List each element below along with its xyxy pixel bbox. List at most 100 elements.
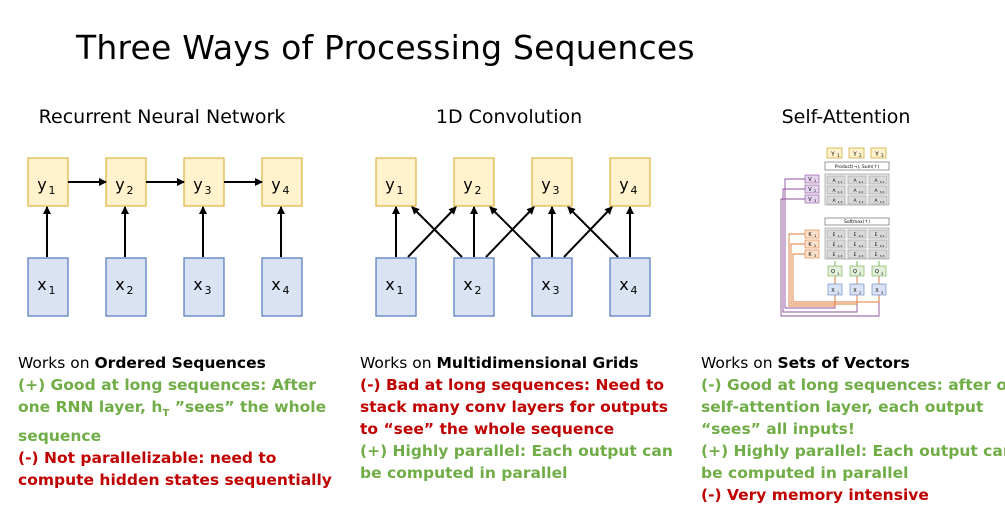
rnn-heading: Recurrent Neural Network xyxy=(38,106,286,128)
svg-text:x: x xyxy=(271,275,280,294)
svg-text:E: E xyxy=(833,252,836,258)
slide-title: Three Ways of Processing Sequences xyxy=(76,28,695,67)
svg-text:K: K xyxy=(808,232,812,238)
conv-arrow xyxy=(411,206,463,258)
svg-text:1,2: 1,2 xyxy=(838,244,843,248)
attn-con-line: (-) Very memory intensive xyxy=(701,486,929,504)
svg-text:3,3: 3,3 xyxy=(880,254,885,258)
attn-queries: Q 1 Q 2 Q 3 xyxy=(827,265,887,277)
svg-text:A: A xyxy=(853,188,857,194)
rnn-diagram: y 1 y 2 y 3 y 4 x 1 x 2 x 3 x 4 xyxy=(27,157,303,317)
svg-text:2: 2 xyxy=(814,189,816,193)
svg-text:3,1: 3,1 xyxy=(880,180,885,184)
rnn-description: Works on Ordered Sequences (+) Good at l… xyxy=(18,352,332,491)
svg-text:Q: Q xyxy=(853,269,857,275)
svg-text:2,2: 2,2 xyxy=(859,244,864,248)
svg-text:y: y xyxy=(271,175,280,194)
svg-text:4: 4 xyxy=(631,284,638,297)
svg-text:Y: Y xyxy=(852,151,857,158)
conv-arrow xyxy=(489,206,541,258)
svg-text:X: X xyxy=(853,288,857,294)
svg-text:3,2: 3,2 xyxy=(880,244,885,248)
svg-text:E: E xyxy=(854,232,857,238)
svg-text:Y: Y xyxy=(830,151,835,158)
svg-text:3: 3 xyxy=(881,272,883,276)
svg-text:X: X xyxy=(875,288,879,294)
conv-arrow xyxy=(567,206,619,258)
rnn-input-x4: x 4 xyxy=(261,257,303,317)
svg-text:1,3: 1,3 xyxy=(838,200,843,204)
conv-arrow xyxy=(563,206,613,258)
svg-text:2: 2 xyxy=(127,184,134,197)
svg-text:y: y xyxy=(37,175,46,194)
attn-product-label: Product(→), Sum(↑) xyxy=(835,164,880,170)
svg-text:V: V xyxy=(808,197,812,203)
attn-diagram: Y 1 Y 2 Y 3 Product(→), Sum(↑) V 1 V 2 V… xyxy=(780,147,890,317)
svg-text:x: x xyxy=(37,275,46,294)
conv-arrow xyxy=(407,206,457,258)
conv-output-y1: y 1 xyxy=(375,157,417,207)
svg-text:2,1: 2,1 xyxy=(859,180,864,184)
conv-input-x3: x 3 xyxy=(531,257,573,317)
svg-text:A: A xyxy=(853,198,857,204)
rnn-input-x2: x 2 xyxy=(105,257,147,317)
svg-text:2,2: 2,2 xyxy=(859,190,864,194)
attn-pro-line: be computed in parallel xyxy=(701,464,909,482)
svg-text:E: E xyxy=(833,232,836,238)
svg-text:A: A xyxy=(874,178,878,184)
rnn-output-y1: y 1 xyxy=(27,157,69,207)
svg-text:2: 2 xyxy=(859,272,861,276)
conv-input-x4: x 4 xyxy=(609,257,651,317)
svg-text:y: y xyxy=(619,175,628,194)
svg-text:x: x xyxy=(385,275,394,294)
svg-text:y: y xyxy=(193,175,202,194)
svg-text:4: 4 xyxy=(631,184,638,197)
rnn-works-on: Works on Ordered Sequences xyxy=(18,354,266,372)
svg-text:E: E xyxy=(875,252,878,258)
svg-text:1,1: 1,1 xyxy=(838,234,843,238)
svg-text:A: A xyxy=(832,198,836,204)
svg-text:x: x xyxy=(541,275,550,294)
svg-text:3,1: 3,1 xyxy=(880,234,885,238)
rnn-pro-line: sequence xyxy=(18,427,102,446)
conv-con-line: to “see” the whole sequence xyxy=(360,420,615,438)
svg-text:1,3: 1,3 xyxy=(838,254,843,258)
svg-text:y: y xyxy=(385,175,394,194)
rnn-con-line: compute hidden states sequentially xyxy=(18,471,332,490)
svg-text:y: y xyxy=(541,175,550,194)
svg-text:2: 2 xyxy=(475,184,482,197)
svg-text:x: x xyxy=(193,275,202,294)
svg-text:E: E xyxy=(875,242,878,248)
svg-text:Y: Y xyxy=(874,151,879,158)
conv-input-x2: x 2 xyxy=(453,257,495,317)
conv-con-line: stack many conv layers for outputs xyxy=(360,398,668,416)
attn-product-bar xyxy=(824,161,890,171)
conv-input-x1: x 1 xyxy=(375,257,417,317)
svg-text:1: 1 xyxy=(837,291,839,295)
svg-text:V: V xyxy=(808,177,812,183)
svg-text:E: E xyxy=(854,252,857,258)
svg-text:3: 3 xyxy=(553,184,560,197)
svg-text:X: X xyxy=(831,288,835,294)
rnn-input-x3: x 3 xyxy=(183,257,225,317)
conv-diagram: y 1 y 2 y 3 y 4 x 1 x 2 x 3 xyxy=(375,157,651,317)
conv-heading: 1D Convolution xyxy=(435,106,583,128)
svg-text:1: 1 xyxy=(837,272,839,276)
svg-text:E: E xyxy=(833,242,836,248)
svg-text:3: 3 xyxy=(553,284,560,297)
conv-pro-line: be computed in parallel xyxy=(360,464,568,482)
svg-text:1: 1 xyxy=(49,284,56,297)
svg-text:2: 2 xyxy=(814,244,816,248)
svg-text:1,1: 1,1 xyxy=(838,180,843,184)
conv-output-y2: y 2 xyxy=(453,157,495,207)
svg-text:A: A xyxy=(874,198,878,204)
svg-text:1: 1 xyxy=(814,179,816,183)
attn-softmax-bar xyxy=(824,217,890,226)
svg-text:E: E xyxy=(875,232,878,238)
attn-routing-lines xyxy=(780,178,880,317)
attn-keys: K 1 K 2 K 3 xyxy=(804,229,820,259)
svg-text:A: A xyxy=(832,178,836,184)
conv-pro-line: (+) Highly parallel: Each output can xyxy=(360,442,673,460)
rnn-output-y3: y 3 xyxy=(183,157,225,207)
svg-text:1: 1 xyxy=(397,184,404,197)
